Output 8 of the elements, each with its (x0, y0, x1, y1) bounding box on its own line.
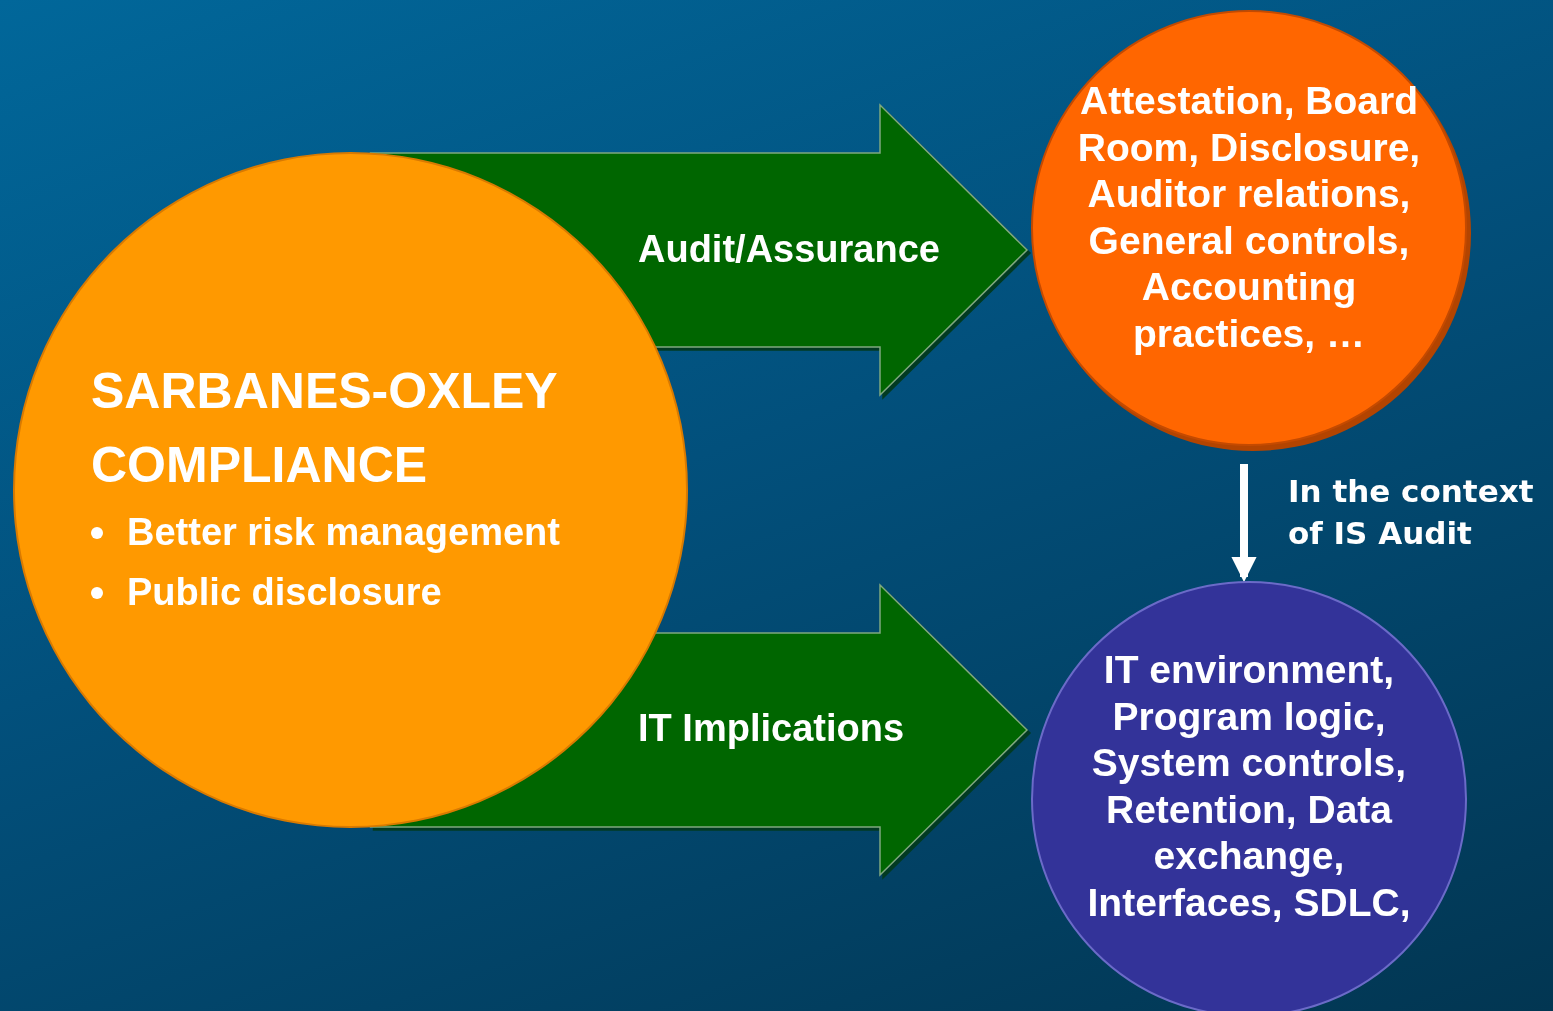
bullet-item: Better risk management (127, 510, 560, 555)
edge-label: In the context of IS Audit (1288, 472, 1535, 553)
compliance-title: SARBANES-OXLEY COMPLIANCE (91, 362, 558, 495)
topic-list: Attestation, Board Room, Disclosure, Auditor relations, General controls, Accounting practices, … (1033, 78, 1465, 357)
edge-label: Audit/Assurance (638, 228, 940, 271)
topic-list: IT environment, Program logic, System controls, Retention, Data exchange, Interfaces, SDLC, (1033, 647, 1465, 926)
bullet-item: Public disclosure (127, 570, 442, 615)
edge-label: IT Implications (638, 707, 905, 750)
